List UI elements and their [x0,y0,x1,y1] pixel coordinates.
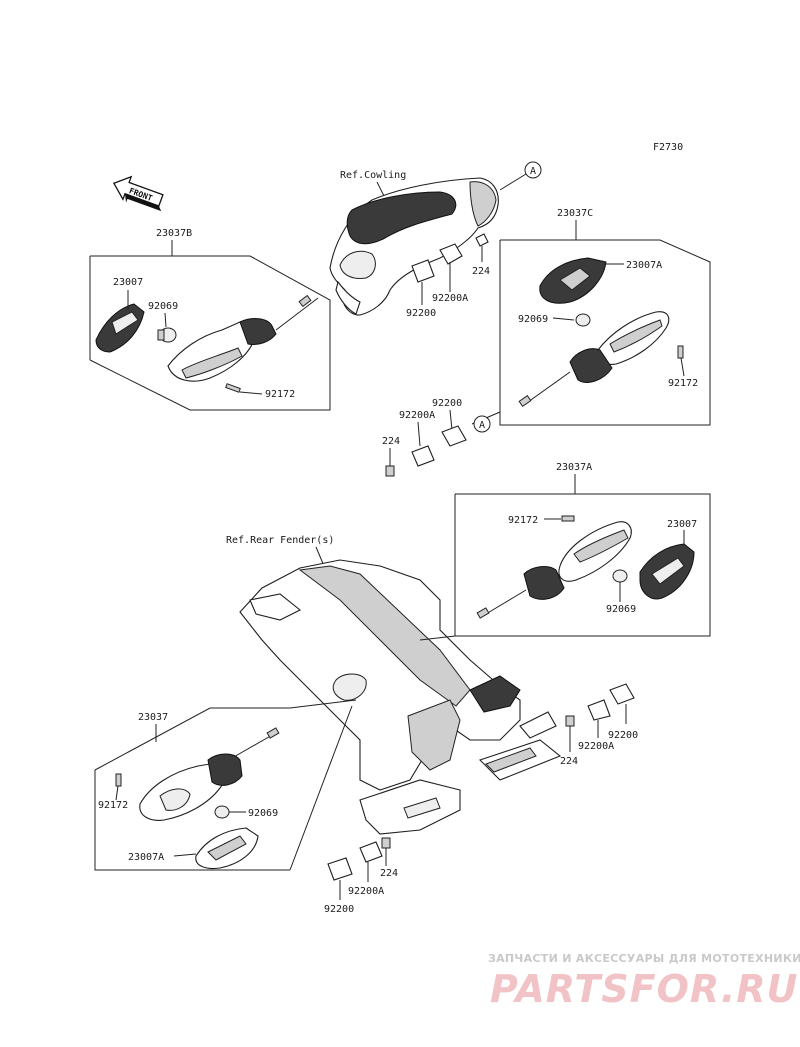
marker-a-top [524,161,542,179]
watermark-tagline: ЗАПЧАСТИ И АКСЕССУАРЫ ДЛЯ МОТОТЕХНИКИ [488,952,800,965]
rear-right-lens-label: 23007 [667,519,697,530]
front-lower-bolt-label: 224 [382,436,400,447]
front-upper-bolt-label: 224 [472,266,490,277]
bracket-rear-left: 224 92200A 92200 [324,837,398,915]
rear-left-lens-label: 23007A [128,852,164,863]
front-lower-plate-label: 92200 [432,398,462,409]
group-rear-left: 23037 92172 92069 23007A [94,699,357,871]
rear-left-bolt-label: 224 [380,868,398,879]
watermark-logo: PARTSFOR.RU [490,967,798,1011]
rear-right-bulb-label: 92069 [606,604,636,615]
front-lower-plate-a-label: 92200A [399,410,435,421]
front-arrow-icon: FRONT [112,175,164,212]
bracket-front-lower: 92200 92200A 224 [382,398,467,477]
front-upper-plate-a-label: 92200A [432,293,468,304]
rear-right-plate-label: 92200 [608,730,638,741]
bracket-front-upper: 224 92200A 92200 [406,233,490,319]
rear-left-screw-label: 92172 [98,800,128,811]
watermark: ЗАПЧАСТИ И АКСЕССУАРЫ ДЛЯ МОТОТЕХНИКИ PA… [488,952,800,1011]
ref-cowling-label: Ref.Cowling [340,170,406,181]
group-front-left: 23037B 23007 92069 92172 [89,228,331,411]
marker-a-top-label: A [530,166,536,177]
rear-fender-reference: Ref.Rear Fender(s) [226,535,562,835]
front-upper-plate-label: 92200 [406,308,436,319]
group-front-right: 23037C 23007A 92069 92172 A [471,208,711,433]
bracket-rear-right: 224 92200A 92200 [560,683,638,767]
rear-right-screw-label: 92172 [508,515,538,526]
group-rear-right: 23037A 92172 23007 92069 [419,462,711,641]
front-left-lens-label: 23007 [113,277,143,288]
marker-a-mid [473,415,491,433]
front-right-lens-label: 23007A [626,260,662,271]
front-left-bulb-label: 92069 [148,301,178,312]
rear-right-bolt-label: 224 [560,756,578,767]
rear-left-plate-label: 92200 [324,904,354,915]
front-right-assembly-label: 23037C [557,208,593,219]
rear-right-plate-a-label: 92200A [578,741,614,752]
cowling-reference: Ref.Cowling A [329,161,542,316]
front-left-assembly-label: 23037B [156,228,192,239]
front-left-screw-label: 92172 [265,389,295,400]
rear-right-assembly-label: 23037A [556,462,592,473]
rear-left-assembly-label: 23037 [138,712,168,723]
ref-rear-fender-label: Ref.Rear Fender(s) [226,535,334,546]
rear-left-bulb-label: 92069 [248,808,278,819]
marker-a-mid-label: A [479,420,485,431]
front-right-screw-label: 92172 [668,378,698,389]
rear-left-plate-a-label: 92200A [348,886,384,897]
figure-code: F2730 [653,142,683,153]
front-right-bulb-label: 92069 [518,314,548,325]
